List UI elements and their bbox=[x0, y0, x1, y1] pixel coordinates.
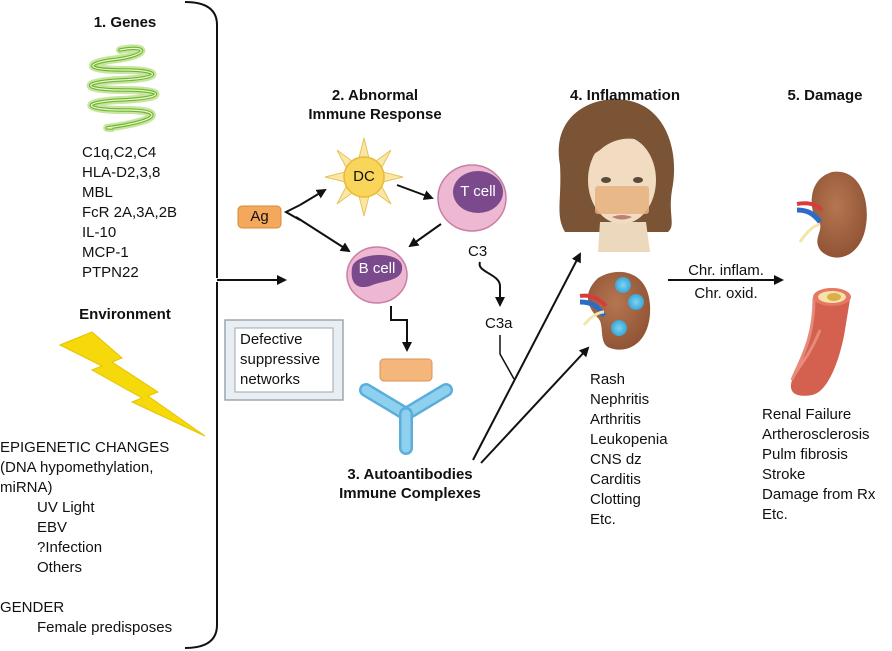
c3a-label: C3a bbox=[485, 315, 513, 332]
b-cell-label: B cell bbox=[358, 260, 396, 277]
t-cell-label: T cell bbox=[460, 183, 496, 200]
immune-title-line2: Immune Response bbox=[308, 106, 442, 123]
damage-list: Renal Failure Artherosclerosis Pulm fibr… bbox=[762, 405, 875, 525]
inflamed-kidney-icon bbox=[579, 271, 651, 350]
inflammation-item: Carditis bbox=[590, 471, 641, 488]
lightning-bolt-icon bbox=[58, 331, 206, 437]
inflammation-item: Leukopenia bbox=[590, 431, 668, 448]
damage-item: Stroke bbox=[762, 466, 806, 483]
ag-to-bcell-arrow bbox=[295, 216, 351, 253]
gene-item: C1q,C2,C4 bbox=[82, 144, 157, 161]
chronic-inflammation-label: Chr. inflam. bbox=[688, 262, 764, 279]
autoantibodies-line2: Immune Complexes bbox=[339, 485, 481, 502]
gene-item: MCP-1 bbox=[82, 244, 129, 261]
defective-line: networks bbox=[240, 371, 301, 388]
defective-networks-inner bbox=[234, 327, 334, 393]
gene-item: FcR 2A,3A,2B bbox=[82, 204, 178, 221]
tcell-to-bcell-arrow bbox=[408, 223, 442, 248]
trigger-item: UV Light bbox=[37, 499, 95, 516]
genes-title: 1. Genes bbox=[93, 14, 157, 31]
dc-to-tcell-arrow bbox=[396, 184, 434, 200]
gene-item: IL-10 bbox=[82, 224, 117, 241]
inflammation-title: 4. Inflammation bbox=[569, 87, 681, 104]
inflammation-item: CNS dz bbox=[590, 451, 642, 468]
b-cell-icon bbox=[346, 246, 408, 304]
t-cell-icon bbox=[437, 164, 507, 232]
damage-item: Pulm fibrosis bbox=[762, 446, 848, 463]
damage-item: Renal Failure bbox=[762, 406, 852, 423]
c3a-connector bbox=[499, 335, 515, 380]
epigenetic-detail: (DNA hypomethylation, bbox=[0, 459, 154, 476]
inflammation-item: Etc. bbox=[590, 511, 616, 528]
defective-networks-text: Defective suppressive networks bbox=[240, 330, 320, 390]
inflammation-item: Nephritis bbox=[590, 391, 650, 408]
chromosome-icon bbox=[86, 44, 160, 132]
bcell-to-antibody-arrow bbox=[390, 306, 412, 352]
environment-list: EPIGENETIC CHANGES (DNA hypomethylation,… bbox=[0, 438, 172, 638]
inflammation-item: Arthritis bbox=[590, 411, 641, 428]
immune-response-title: 2. Abnormal Immune Response bbox=[285, 86, 465, 124]
gene-item: MBL bbox=[82, 184, 113, 201]
c3-label: C3 bbox=[468, 243, 488, 260]
complex-to-face-arrow bbox=[472, 252, 581, 461]
damage-item: Etc. bbox=[762, 506, 788, 523]
genes-list: C1q,C2,C4 HLA-D2,3,8 MBL FcR 2A,3A,2B IL… bbox=[82, 143, 177, 283]
gender-heading: GENDER bbox=[0, 599, 65, 616]
epigenetic-detail: miRNA) bbox=[0, 479, 53, 496]
gene-item: PTPN22 bbox=[82, 264, 139, 281]
antigen-box bbox=[237, 205, 282, 229]
c3-to-c3a-arrow bbox=[478, 261, 505, 307]
trigger-item: Others bbox=[37, 559, 83, 576]
complex-to-kidney-arrow bbox=[480, 346, 590, 464]
environment-title: Environment bbox=[79, 306, 171, 323]
chronic-oxidation-label: Chr. oxid. bbox=[694, 285, 758, 302]
damage-title: 5. Damage bbox=[787, 87, 863, 104]
ag-split-line bbox=[283, 204, 301, 221]
trigger-item: EBV bbox=[37, 519, 68, 536]
gene-item: HLA-D2,3,8 bbox=[82, 164, 161, 181]
artery-icon bbox=[790, 288, 851, 396]
damaged-kidney-icon bbox=[796, 171, 867, 258]
immune-title-line1: 2. Abnormal bbox=[331, 87, 419, 104]
gender-detail: Female predisposes bbox=[37, 619, 173, 636]
inflammation-item: Clotting bbox=[590, 491, 641, 508]
face-illustration bbox=[558, 99, 675, 252]
antibody-icon bbox=[359, 358, 453, 455]
autoantibodies-line1: 3. Autoantibodies bbox=[347, 466, 473, 483]
dc-label: DC bbox=[353, 168, 375, 185]
dendritic-cell-icon bbox=[324, 137, 404, 217]
damage-item: Artherosclerosis bbox=[762, 426, 870, 443]
ag-to-dc-arrow bbox=[299, 188, 327, 206]
defective-line: suppressive bbox=[240, 351, 321, 368]
inflammation-item: Rash bbox=[590, 371, 626, 388]
epigenetic-heading: EPIGENETIC CHANGES bbox=[0, 439, 170, 456]
defective-line: Defective bbox=[240, 331, 303, 348]
damage-item: Damage from Rx bbox=[762, 486, 876, 503]
trigger-item: ?Infection bbox=[37, 539, 103, 556]
autoantibodies-title: 3. Autoantibodies Immune Complexes bbox=[310, 465, 510, 503]
ag-label: Ag bbox=[250, 208, 269, 225]
inflammation-list: Rash Nephritis Arthritis Leukopenia CNS … bbox=[590, 370, 668, 530]
